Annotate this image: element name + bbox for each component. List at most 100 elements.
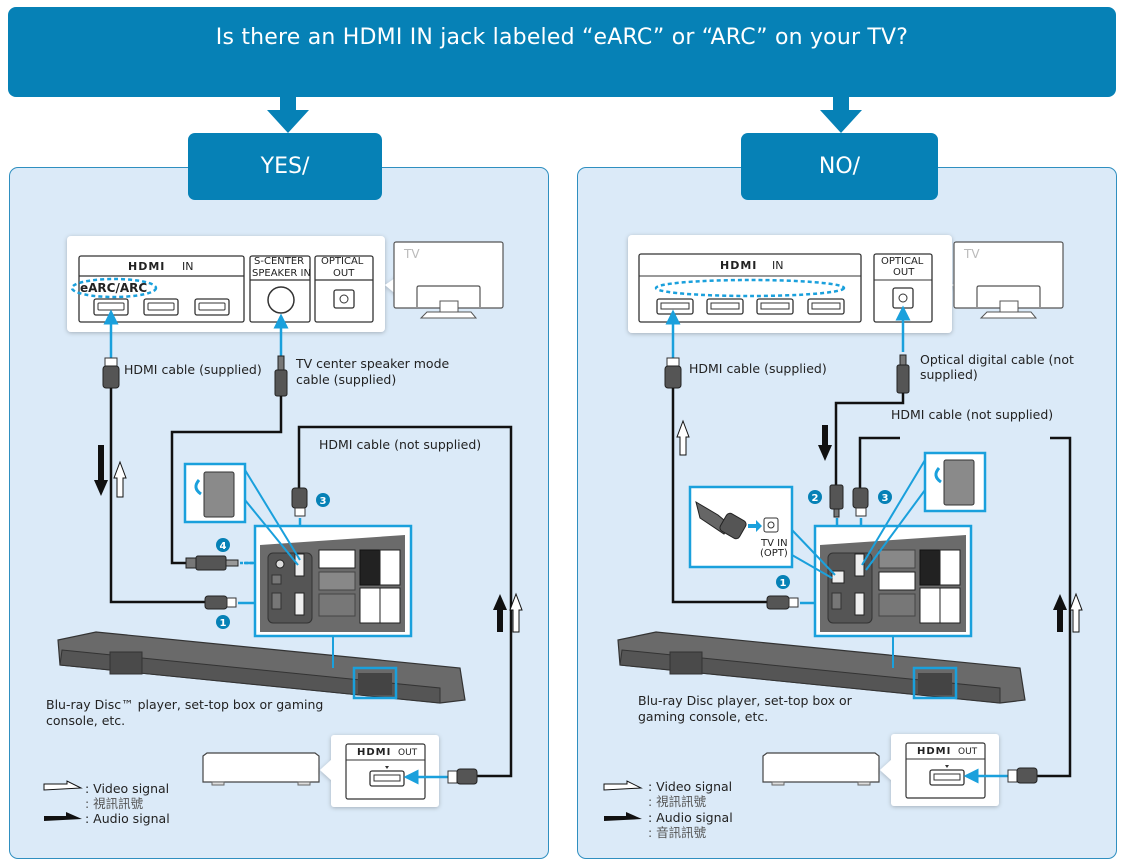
no-hdmi-plug-top <box>664 357 682 389</box>
no-hdmi-not-supplied-label: HDMI cable (not supplied) <box>891 407 1054 422</box>
yes-hdmi-plug-3 <box>291 487 308 517</box>
no-legend-audio-zh: : 音訊訊號 <box>648 825 707 840</box>
no-hdmi-plug-1 <box>766 595 799 610</box>
no-step-1-badge: 1 <box>776 575 790 589</box>
yes-legend-audio-arrow <box>44 812 82 821</box>
no-tv-icon <box>953 241 1064 319</box>
yes-player-hdmi-out-port <box>369 770 405 787</box>
no-player-hdmi-logo: HDMI <box>917 746 952 757</box>
yes-step-4-badge: 4 <box>216 538 230 552</box>
no-hdmi-highlight <box>654 278 846 298</box>
yes-hdmi-supplied-label: HDMI cable (supplied) <box>124 362 262 377</box>
yes-soundbar <box>57 631 466 704</box>
yes-tv-icon <box>393 241 504 319</box>
down-arrow-yes <box>267 97 309 133</box>
yes-s-center-label-1: S-CENTER <box>254 256 305 267</box>
no-soundbar <box>617 631 1026 704</box>
yes-source-device-label-1: Blu-ray Disc™ player, set-top box or gam… <box>46 697 324 712</box>
no-answer-box: NO/ <box>741 133 938 200</box>
yes-legend-audio: : Audio signal <box>85 811 170 826</box>
yes-step-1-badge: 1 <box>216 615 230 629</box>
no-optical-cable-label-1: Optical digital cable (not <box>920 352 1074 367</box>
svg-text:1: 1 <box>220 618 227 629</box>
yes-player-out-label: OUT <box>398 748 418 758</box>
yes-player-box <box>202 752 320 786</box>
no-source-device-label-1: Blu-ray Disc player, set-top box or <box>638 693 852 708</box>
yes-s-center-label-2: SPEAKER IN <box>252 268 311 279</box>
no-opt-inset-label-2: (OPT) <box>760 548 788 559</box>
yes-step-3-badge: 3 <box>316 493 330 507</box>
no-video-signal-arrow-up-2 <box>1069 592 1083 633</box>
no-soundbar-rear-inset <box>813 524 973 638</box>
no-legend-video-arrow <box>603 780 643 791</box>
yes-optical-label-2: OUT <box>333 268 355 279</box>
yes-video-signal-arrow-up <box>113 460 127 498</box>
yes-optical-label-1: OPTICAL <box>321 256 364 267</box>
yes-audio-signal-arrow-up <box>493 594 507 632</box>
yes-hdmi-port-2 <box>143 298 179 316</box>
no-optical-jack <box>892 287 914 309</box>
no-optical-plug-top <box>896 354 910 394</box>
no-optical-label-1: OPTICAL <box>881 256 924 267</box>
yes-legend-video: : Video signal <box>85 781 170 796</box>
no-hdmi-in-inset <box>861 451 987 571</box>
yes-hdmi-in-inset <box>183 462 301 566</box>
no-optical-plug-2 <box>829 484 844 518</box>
yes-hdmi-plug-1 <box>204 595 237 610</box>
svg-text:3: 3 <box>320 496 327 507</box>
no-legend-audio: : Audio signal <box>648 810 733 825</box>
question-text: Is there an HDMI IN jack labeled “eARC” … <box>215 25 909 50</box>
yes-hdmi-plug-top <box>102 357 120 389</box>
svg-text:2: 2 <box>812 493 819 504</box>
no-optical-cable-label-2: supplied) <box>920 367 978 382</box>
no-legend-video-zh: : 視訊訊號 <box>648 794 707 809</box>
yes-center-cable-label-1: TV center speaker mode <box>296 356 450 371</box>
down-arrow-no <box>820 97 862 133</box>
svg-text:1: 1 <box>780 578 787 589</box>
no-video-signal-arrow-up <box>676 419 690 456</box>
no-hdmi-in-label: IN <box>772 259 784 272</box>
no-tv-label: TV <box>964 247 980 261</box>
no-step-2-badge: 2 <box>808 490 822 504</box>
yes-legend-video-arrow <box>43 780 83 791</box>
yes-center-cable-label-2: cable (supplied) <box>296 372 397 387</box>
yes-optical-jack <box>333 289 355 309</box>
yes-answer-box: YES/ <box>188 133 382 200</box>
no-step-3-badge: 3 <box>878 490 892 504</box>
no-player-hdmi-out-port <box>929 769 965 786</box>
no-audio-signal-arrow-down <box>818 425 832 461</box>
no-hdmi-plug-3 <box>852 487 869 517</box>
no-legend-video: : Video signal <box>648 779 733 794</box>
no-hdmi-port-2 <box>706 298 744 315</box>
no-audio-signal-arrow-up <box>1053 594 1067 632</box>
yes-hdmi-in-label: IN <box>182 260 194 273</box>
no-source-device-label-2: gaming console, etc. <box>638 709 769 724</box>
yes-earc-label: eARC/ARC <box>80 281 148 295</box>
yes-audio-plug-top <box>274 355 288 397</box>
yes-hdmi-logo: HDMI <box>128 260 166 273</box>
no-player-box <box>762 752 880 786</box>
earc-highlight <box>70 277 158 299</box>
no-hdmi-logo: HDMI <box>720 259 758 272</box>
yes-hdmi-plug-player <box>447 768 478 785</box>
yes-video-signal-arrow-up-2 <box>509 592 523 633</box>
yes-hdmi-not-supplied-label: HDMI cable (not supplied) <box>319 437 482 452</box>
question-banner: Is there an HDMI IN jack labeled “eARC” … <box>8 7 1116 97</box>
svg-text:4: 4 <box>220 541 227 552</box>
yes-player-hdmi-logo: HDMI <box>357 747 392 758</box>
s-center-jack <box>267 286 295 314</box>
no-hdmi-plug-player <box>1007 767 1038 784</box>
no-hdmi-supplied-label: HDMI cable (supplied) <box>689 361 827 376</box>
no-optical-inset <box>688 485 836 579</box>
yes-hdmi-port-3 <box>194 298 230 316</box>
no-optical-label-2: OUT <box>893 267 915 278</box>
no-legend-audio-arrow <box>604 812 642 821</box>
yes-legend-video-zh: : 視訊訊號 <box>85 796 144 811</box>
no-hdmi-port-3 <box>756 298 794 315</box>
svg-text:3: 3 <box>882 493 889 504</box>
yes-tv-label: TV <box>404 247 420 261</box>
yes-audio-signal-arrow-down <box>94 445 108 496</box>
yes-audio-plug-4 <box>185 555 239 571</box>
no-hdmi-port-4 <box>807 298 845 315</box>
